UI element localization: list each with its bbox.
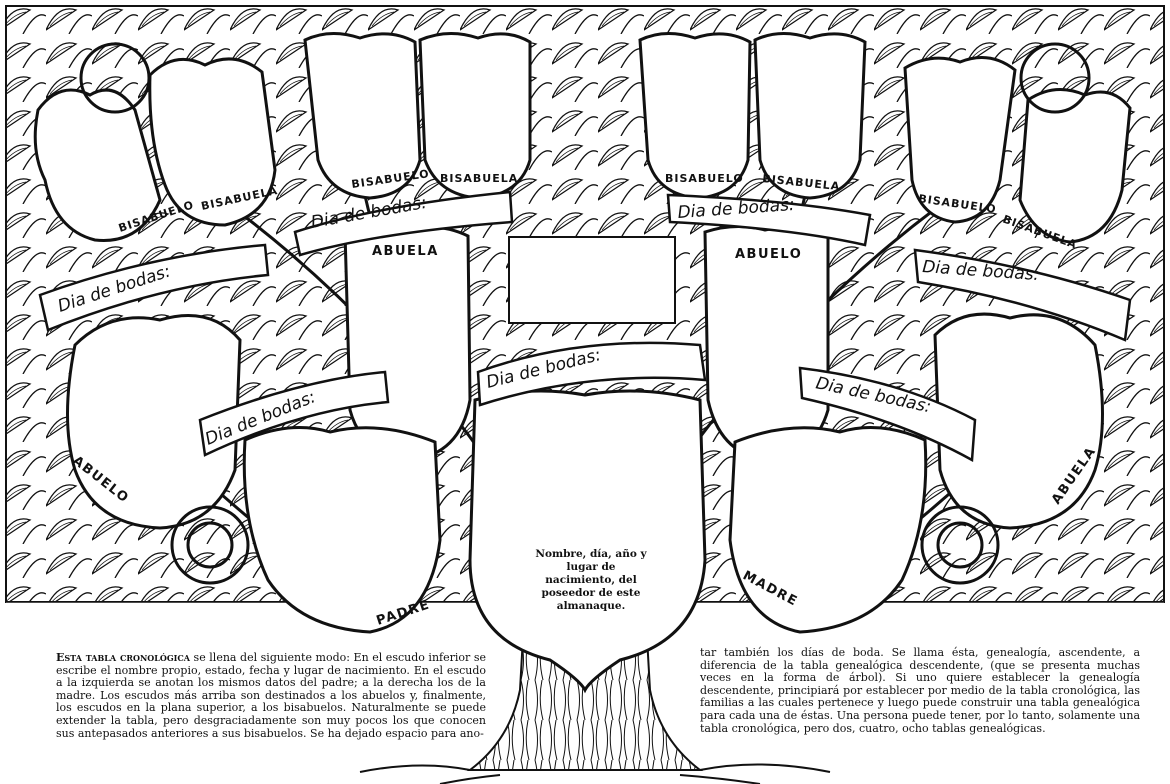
center-name-box [508,236,676,324]
label-bisabuelo-3: BISABUELO [665,172,744,185]
instructions-left: Esta tabla cronológica se llena del sigu… [56,652,486,740]
label-abuela-left: ABUELA [372,244,439,259]
instructions-lead: Esta tabla cronológica [56,651,190,664]
label-abuelo-right: ABUELO [735,247,802,262]
instructions-left-body: se llena del siguiente modo: En el escud… [56,651,486,740]
center-caption: Nombre, día, año y lugar de nacimiento, … [532,548,650,613]
instructions-right: tar también los días de boda. Se llama é… [700,647,1140,735]
label-bisabuela-2: BISABUELA [440,172,518,185]
shield-abuela-left [345,226,470,460]
